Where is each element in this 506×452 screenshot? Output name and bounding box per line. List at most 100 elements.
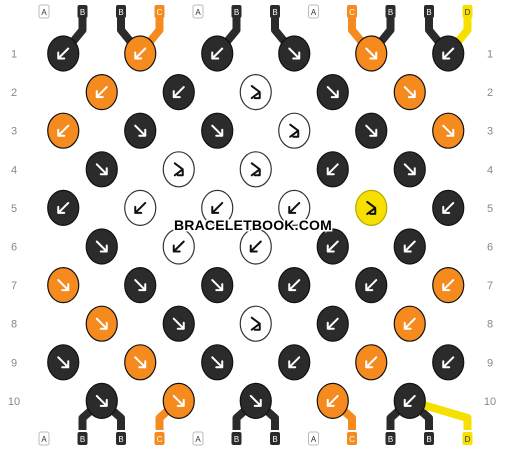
knot-direction-arrow-icon	[365, 279, 378, 292]
knot	[278, 189, 311, 226]
strand-label-top: A	[308, 4, 319, 19]
knot	[201, 189, 234, 226]
knot	[393, 382, 426, 419]
knot-direction-arrow-icon	[442, 201, 455, 214]
strand-label-bottom: A	[38, 431, 50, 446]
strand-color-swatch	[308, 431, 319, 446]
knot-direction-arrow-icon	[403, 317, 416, 330]
knot-direction-arrow-icon	[289, 123, 300, 138]
knot-direction-arrow-icon	[134, 356, 147, 369]
row-number-right: 4	[487, 164, 493, 176]
knot	[393, 73, 426, 111]
knot-direction-arrow-icon	[403, 394, 416, 407]
knot-direction-arrow-icon	[134, 124, 147, 137]
knot-direction-arrow-icon	[249, 240, 262, 253]
knot	[355, 35, 388, 72]
knot	[432, 189, 465, 226]
row-number-right: 8	[487, 319, 493, 331]
knot	[201, 35, 234, 72]
strand-label-top: A	[192, 4, 204, 19]
row-number-left: 7	[11, 280, 17, 292]
knot-ellipse	[239, 305, 272, 342]
strand-end-segment	[408, 397, 472, 430]
knot	[239, 73, 272, 111]
strand-letter: C	[349, 435, 355, 444]
strand-label-top: D	[462, 5, 473, 18]
strand-label-top: B	[77, 5, 88, 18]
knot-ellipse	[355, 189, 388, 226]
strand-label-bottom: A	[308, 431, 319, 446]
knot-direction-arrow-icon	[366, 200, 377, 215]
strand-label-top: C	[347, 5, 357, 18]
knot	[201, 344, 234, 381]
knot-direction-arrow-icon	[326, 86, 339, 99]
knot-direction-arrow-icon	[172, 86, 185, 99]
strand-color-swatch	[270, 432, 280, 445]
knot	[85, 73, 118, 111]
knot	[316, 151, 349, 188]
knot-direction-arrow-icon	[249, 394, 262, 407]
knot	[316, 382, 349, 419]
knot-direction-arrow-icon	[326, 394, 339, 407]
knot	[85, 382, 118, 419]
knot-direction-arrow-icon	[288, 279, 301, 292]
knot	[316, 73, 349, 111]
strand-label-bottom: C	[347, 432, 357, 445]
strand-label-bottom: C	[154, 432, 165, 445]
knot-ellipse	[162, 151, 195, 188]
knot	[355, 189, 388, 226]
strand-letter: B	[272, 8, 277, 17]
knot-direction-arrow-icon	[326, 240, 339, 253]
knot-direction-arrow-icon	[95, 86, 108, 99]
knot-direction-arrow-icon	[365, 124, 378, 137]
row-number-right: 5	[487, 203, 493, 215]
knot-direction-arrow-icon	[403, 240, 416, 253]
strand-color-swatch	[462, 5, 473, 18]
knot	[162, 382, 195, 419]
row-number-right: 7	[487, 280, 493, 292]
knot	[47, 112, 80, 149]
row-number-left: 1	[11, 49, 17, 61]
knot	[47, 344, 80, 381]
knot-direction-arrow-icon	[95, 163, 108, 176]
knot-direction-arrow-icon	[211, 201, 224, 214]
knot-direction-arrow-icon	[442, 124, 455, 137]
strand-letter: A	[195, 435, 201, 444]
knot	[47, 189, 80, 226]
strand-letter: B	[388, 435, 393, 444]
strand-color-swatch	[192, 431, 204, 446]
knot	[162, 151, 195, 188]
knot-direction-arrow-icon	[211, 356, 224, 369]
strand-letter: A	[311, 8, 317, 17]
strand-color-swatch	[424, 5, 434, 18]
strand-color-swatch	[116, 432, 126, 445]
strand-letter: B	[426, 8, 431, 17]
strand-letter: C	[349, 8, 355, 17]
knot	[278, 112, 311, 149]
strand-letter: B	[234, 8, 239, 17]
knot	[432, 267, 465, 304]
strand-color-swatch	[347, 432, 357, 445]
knot	[47, 35, 80, 72]
knot-direction-arrow-icon	[288, 47, 301, 60]
row-number-right: 6	[487, 242, 493, 254]
row-number-left: 6	[11, 242, 17, 254]
knot	[355, 112, 388, 149]
strand-color-swatch	[154, 432, 165, 445]
knot-grid	[47, 35, 465, 419]
strand-color-swatch	[231, 5, 242, 18]
knot	[124, 189, 157, 226]
knot	[201, 267, 234, 304]
knot-direction-arrow-icon	[288, 201, 301, 214]
knot-direction-arrow-icon	[288, 356, 301, 369]
knot	[85, 228, 118, 265]
knot	[393, 228, 426, 265]
knot-direction-arrow-icon	[250, 316, 261, 331]
knot	[432, 112, 465, 149]
strand-label-bottom: B	[231, 432, 242, 445]
knot-direction-arrow-icon	[134, 201, 147, 214]
knot	[278, 35, 311, 72]
strand-letter: B	[118, 8, 123, 17]
